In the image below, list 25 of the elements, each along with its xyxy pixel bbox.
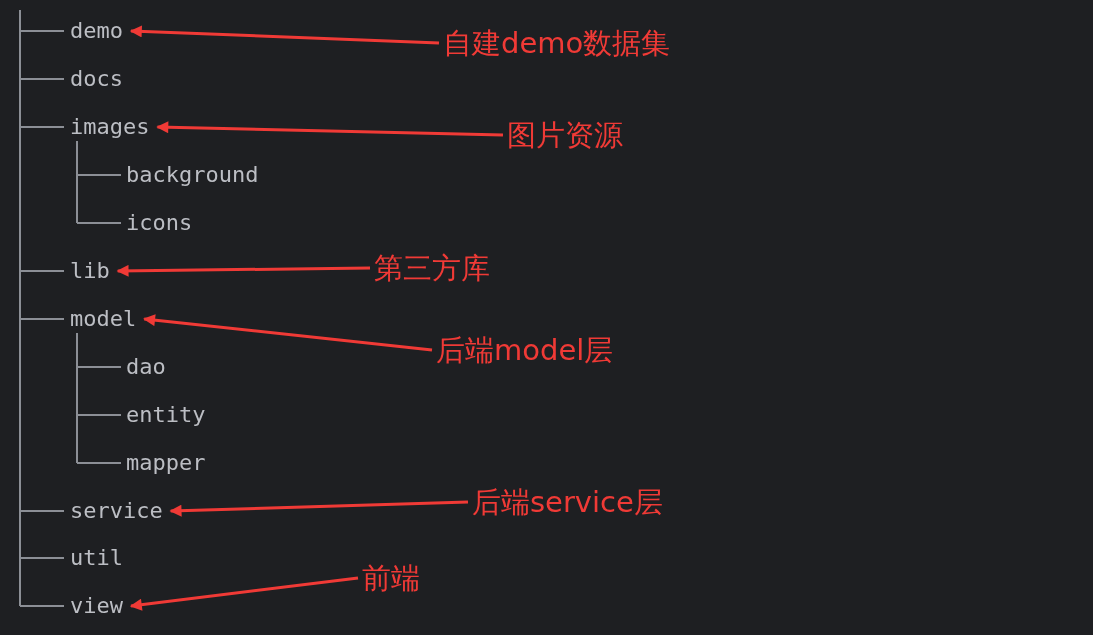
- folder-name: entity: [126, 402, 206, 428]
- annotation-text: 图片资源: [507, 117, 623, 153]
- folder-name: service: [70, 498, 163, 524]
- folder-name: lib: [70, 258, 110, 284]
- annotation-text: 第三方库: [374, 250, 490, 286]
- annotation-text: 前端: [362, 560, 420, 596]
- folder-name: demo: [70, 18, 123, 44]
- folder-name: mapper: [126, 450, 206, 476]
- arrow: [156, 121, 504, 137]
- arrow: [169, 500, 469, 517]
- arrow: [129, 25, 440, 45]
- folder-name: dao: [126, 354, 166, 380]
- annotation-text: 后端model层: [436, 332, 614, 368]
- folder-name: background: [126, 162, 259, 188]
- folder-name: icons: [126, 210, 193, 236]
- folder-name: images: [70, 114, 150, 140]
- folder-name: util: [70, 545, 123, 571]
- annotation-text: 自建demo数据集: [443, 25, 671, 61]
- folder-name: docs: [70, 66, 123, 92]
- arrow: [143, 314, 433, 352]
- arrow: [129, 576, 359, 611]
- annotation-text: 后端service层: [472, 484, 663, 520]
- folder-name: model: [70, 306, 137, 332]
- arrow: [116, 264, 371, 277]
- folder-name: view: [70, 593, 123, 619]
